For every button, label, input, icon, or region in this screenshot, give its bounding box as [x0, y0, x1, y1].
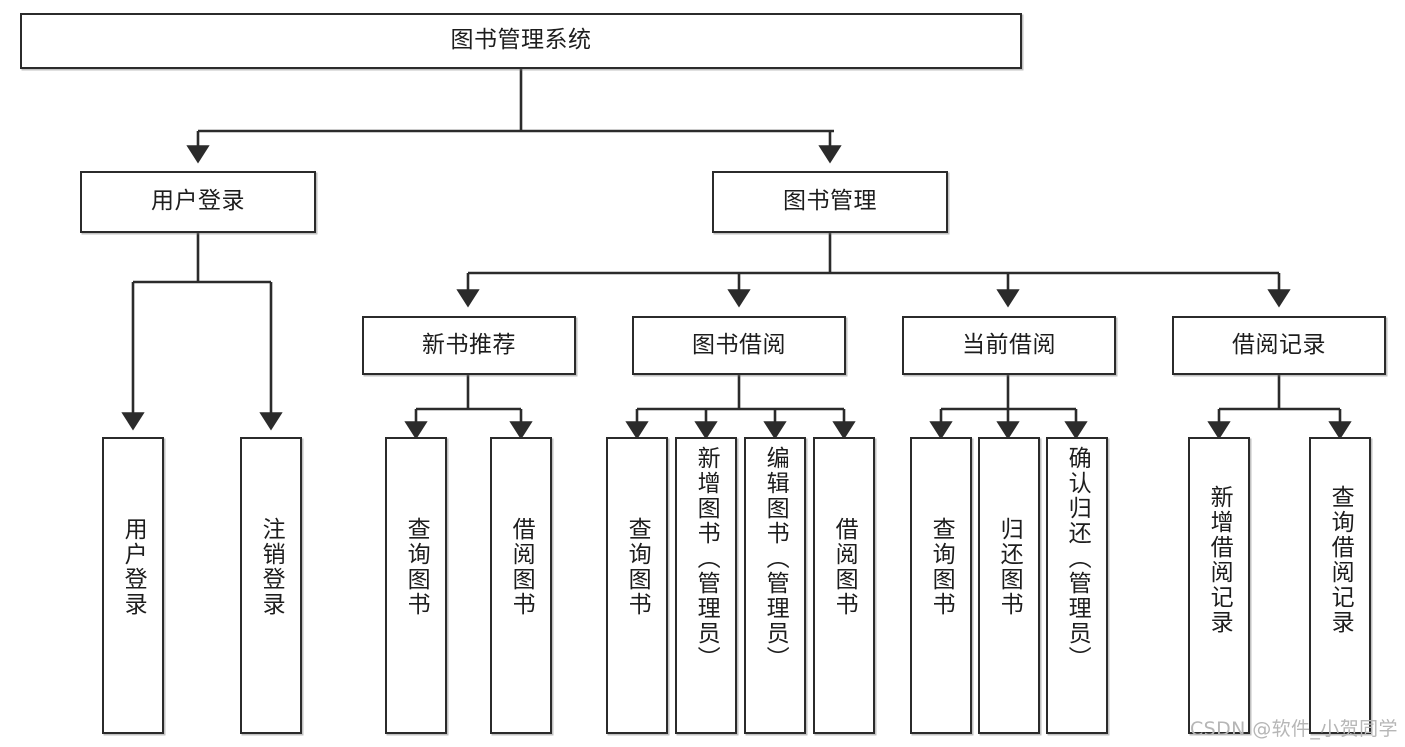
node-leaf-user-login[interactable]: 用户登录: [102, 437, 164, 734]
node-label-leaf-borrow-book-1: 借阅图书: [508, 517, 535, 617]
node-label-user-login: 用户登录: [151, 188, 245, 215]
node-label-current-borrow: 当前借阅: [962, 331, 1056, 358]
node-leaf-edit-book[interactable]: 编辑图书（管理员）: [744, 437, 806, 734]
node-label-leaf-logout: 注销登录: [258, 517, 285, 617]
node-label-root: 图书管理系统: [450, 27, 592, 54]
node-label-new-book-recommend: 新书推荐: [422, 331, 516, 358]
node-book-manage[interactable]: 图书管理: [712, 171, 948, 233]
node-leaf-add-record[interactable]: 新增借阅记录: [1188, 437, 1250, 734]
node-label-leaf-add-book: 新增图书（管理员）: [693, 446, 720, 671]
node-leaf-query-book-3[interactable]: 查询图书: [910, 437, 972, 734]
node-label-borrow-record: 借阅记录: [1232, 331, 1326, 358]
node-leaf-return-book[interactable]: 归还图书: [978, 437, 1040, 734]
node-borrow-record[interactable]: 借阅记录: [1172, 316, 1386, 375]
node-label-leaf-edit-book: 编辑图书（管理员）: [762, 446, 789, 671]
node-leaf-query-book-2[interactable]: 查询图书: [606, 437, 668, 734]
node-book-borrow[interactable]: 图书借阅: [632, 316, 846, 375]
node-new-book-recommend[interactable]: 新书推荐: [362, 316, 576, 375]
node-leaf-query-record[interactable]: 查询借阅记录: [1309, 437, 1371, 734]
node-label-leaf-query-record: 查询借阅记录: [1327, 485, 1354, 635]
node-current-borrow[interactable]: 当前借阅: [902, 316, 1116, 375]
node-label-leaf-borrow-book-2: 借阅图书: [831, 517, 858, 617]
node-leaf-borrow-book-1[interactable]: 借阅图书: [490, 437, 552, 734]
node-leaf-logout[interactable]: 注销登录: [240, 437, 302, 734]
node-label-book-borrow: 图书借阅: [692, 331, 786, 358]
node-leaf-confirm-return[interactable]: 确认归还（管理员）: [1046, 437, 1108, 734]
node-label-book-manage: 图书管理: [783, 188, 877, 215]
csdn-watermark: CSDN @软件_小贺同学: [1190, 714, 1398, 741]
node-label-leaf-return-book: 归还图书: [996, 517, 1023, 617]
node-leaf-query-book-1[interactable]: 查询图书: [385, 437, 447, 734]
node-leaf-add-book[interactable]: 新增图书（管理员）: [675, 437, 737, 734]
node-user-login[interactable]: 用户登录: [80, 171, 316, 233]
node-leaf-borrow-book-2[interactable]: 借阅图书: [813, 437, 875, 734]
node-label-leaf-user-login: 用户登录: [120, 517, 147, 617]
node-label-leaf-query-book-3: 查询图书: [928, 517, 955, 617]
node-label-leaf-add-record: 新增借阅记录: [1206, 485, 1233, 635]
node-label-leaf-query-book-2: 查询图书: [624, 517, 651, 617]
csdn-watermark-text: CSDN @软件_小贺同学: [1190, 718, 1398, 740]
node-root-system[interactable]: 图书管理系统: [20, 13, 1022, 69]
node-label-leaf-query-book-1: 查询图书: [403, 517, 430, 617]
node-label-leaf-confirm-return: 确认归还（管理员）: [1064, 446, 1091, 671]
